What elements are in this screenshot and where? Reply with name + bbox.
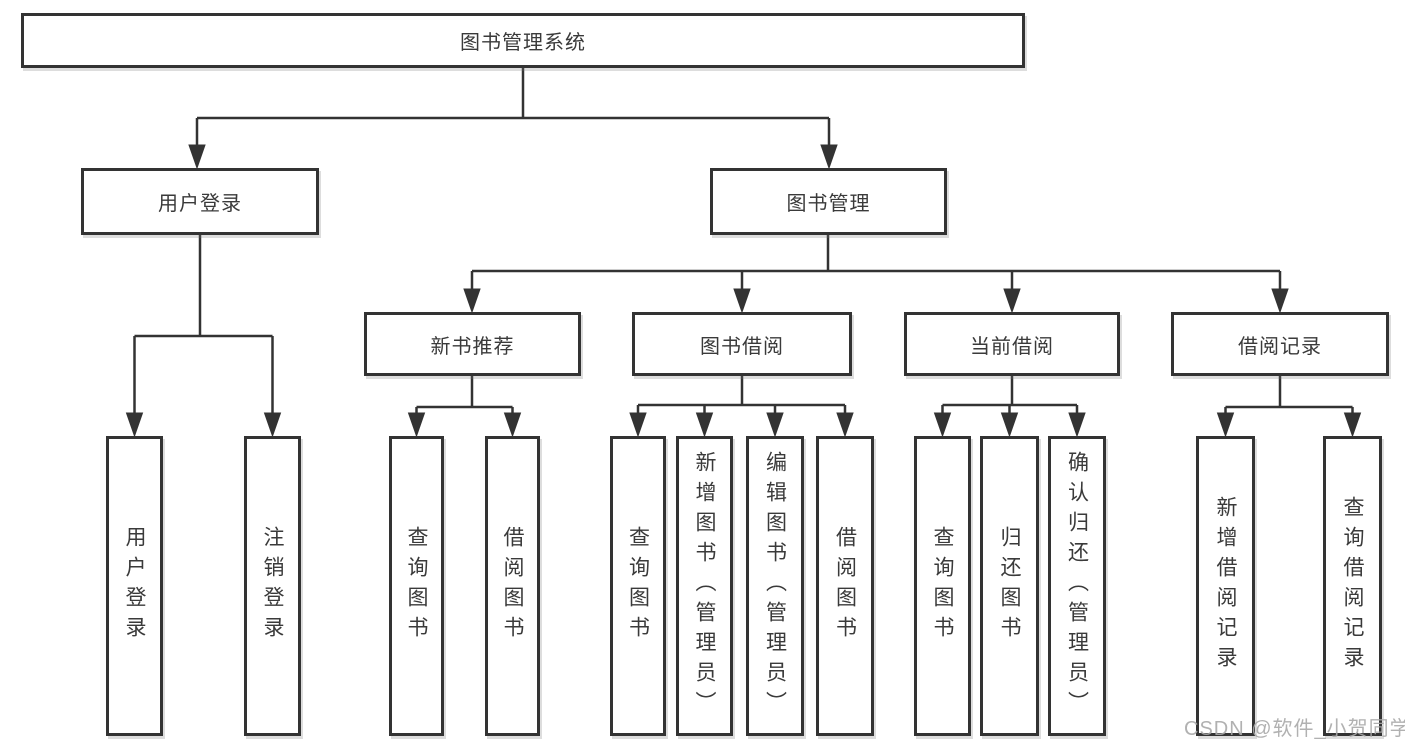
leaf-borrow-edit-books-admin: 编辑图书（管理员） bbox=[746, 436, 804, 736]
leaf-current-return-books: 归还图书 bbox=[980, 436, 1039, 736]
node-current-borrow: 当前借阅 bbox=[904, 312, 1120, 376]
leaf-newbook-borrow-books: 借阅图书 bbox=[485, 436, 540, 736]
leaf-record-add-borrow-record: 新增借阅记录 bbox=[1196, 436, 1255, 736]
node-root: 图书管理系统 bbox=[21, 13, 1025, 68]
connector-currentborrow-to-leaves bbox=[933, 376, 1086, 438]
node-book-borrow: 图书借阅 bbox=[632, 312, 852, 376]
leaf-newbook-query-books: 查询图书 bbox=[389, 436, 444, 736]
leaf-user-login: 用户登录 bbox=[106, 436, 163, 736]
leaf-borrow-query-books: 查询图书 bbox=[610, 436, 666, 736]
node-book-manage: 图书管理 bbox=[710, 168, 947, 235]
connector-userlogin-to-leaves bbox=[125, 235, 282, 438]
leaf-logout: 注销登录 bbox=[244, 436, 301, 736]
node-borrow-record: 借阅记录 bbox=[1171, 312, 1389, 376]
leaf-borrow-add-books-admin: 新增图书（管理员） bbox=[676, 436, 733, 736]
connector-newbook-to-leaves bbox=[407, 376, 522, 438]
leaf-borrow-borrow-books: 借阅图书 bbox=[816, 436, 874, 736]
connector-bookmanage-to-level3 bbox=[463, 235, 1289, 314]
node-new-book-recommend: 新书推荐 bbox=[364, 312, 581, 376]
csdn-watermark: CSDN @软件_小贺同学 bbox=[1184, 718, 1405, 740]
connector-borrowrecord-to-leaves bbox=[1216, 376, 1362, 438]
node-user-login: 用户登录 bbox=[81, 168, 319, 235]
connector-root-to-level2 bbox=[188, 68, 838, 170]
connector-bookborrow-to-leaves bbox=[629, 376, 854, 438]
leaf-record-query-borrow-record: 查询借阅记录 bbox=[1323, 436, 1382, 736]
leaf-current-query-books: 查询图书 bbox=[914, 436, 971, 736]
leaf-current-confirm-return-admin: 确认归还（管理员） bbox=[1048, 436, 1106, 736]
